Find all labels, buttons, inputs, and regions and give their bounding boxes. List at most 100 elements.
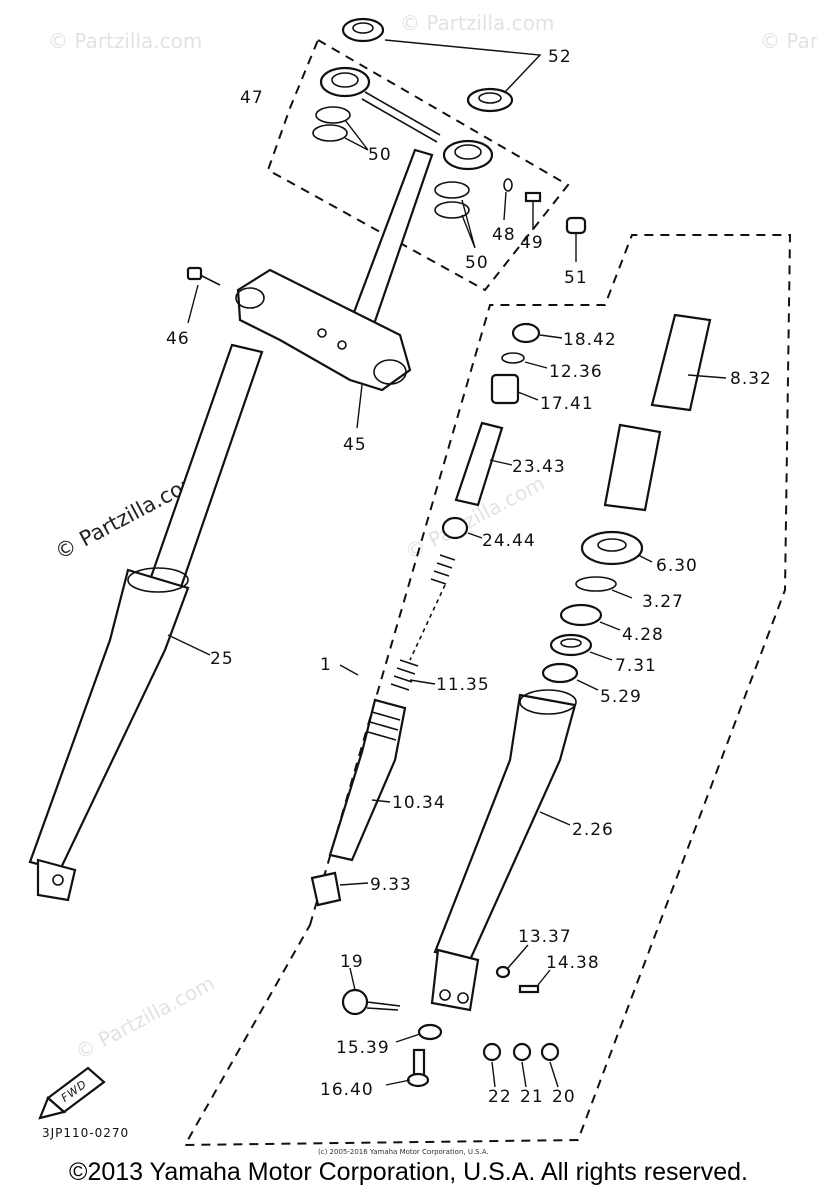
part-label-22: 22 (488, 1087, 512, 1107)
part-label-9: 9.33 (370, 875, 412, 895)
leader-line (356, 384, 363, 429)
leader-line (385, 1079, 411, 1086)
leader-line (339, 664, 359, 676)
bolt-icon (524, 191, 542, 203)
leader-line (467, 532, 483, 539)
part-label-4: 4.28 (622, 625, 664, 645)
outer-tube-icon (603, 313, 712, 512)
oil-lock-piece-icon (310, 871, 342, 907)
washer-icon (482, 1042, 560, 1062)
leader-line (384, 39, 542, 93)
leader-line (349, 967, 356, 991)
part-label-10: 10.34 (392, 793, 446, 813)
leader-line (503, 191, 507, 221)
leader-line (371, 799, 391, 803)
part-label-8: 8.32 (730, 369, 772, 389)
leader-line (539, 334, 563, 339)
seal-ring-icon (312, 106, 470, 219)
leader-line (461, 199, 476, 249)
part-label-19: 19 (340, 952, 364, 972)
leader-line (599, 621, 621, 631)
watermark: © Partzilla.com (400, 11, 554, 35)
dust-seal-icon (580, 530, 644, 566)
leader-line (611, 589, 633, 599)
gasket-icon (417, 1023, 443, 1041)
leader-line (395, 1033, 421, 1043)
leader-line (687, 374, 727, 379)
leader-line (549, 1061, 559, 1088)
axle-pinch-bolt-icon (341, 988, 401, 1016)
ring-nut-icon (341, 17, 514, 113)
leader-line (409, 679, 436, 685)
part-label-45: 45 (343, 435, 367, 455)
part-label-21: 21 (520, 1087, 544, 1107)
fork-lower-tube-icon (430, 689, 577, 1012)
part-label-18: 18.42 (563, 330, 617, 350)
part-label-23: 23.43 (512, 457, 566, 477)
leader-line (517, 391, 539, 401)
steering-group-box (266, 38, 570, 292)
watermark: © Partzilla.com (71, 971, 219, 1065)
part-label-25: 25 (210, 649, 234, 669)
small-copyright: (c) 2005-2016 Yamaha Motor Corporation, … (318, 1148, 489, 1156)
part-label-11: 11.35 (436, 675, 490, 695)
part-label-13: 13.37 (518, 927, 572, 947)
leader-line (489, 459, 513, 466)
parts-diagram: © Partzilla.com © Partzilla.com © Partzi… (28, 11, 817, 1156)
part-label-2: 2.26 (572, 820, 614, 840)
leader-line (589, 651, 613, 661)
part-label-15: 15.39 (336, 1038, 390, 1058)
drain-bolt-icon (495, 965, 540, 994)
bearing-race-icon (319, 66, 494, 171)
leader-line (576, 679, 599, 691)
bolt-icon (406, 1048, 430, 1088)
part-label-48: 48 (492, 225, 516, 245)
part-label-52: 52 (548, 47, 572, 67)
part-label-20: 20 (552, 1087, 576, 1107)
leader-line (167, 634, 211, 656)
forward-arrow-icon: FWD (38, 1066, 106, 1120)
part-label-16: 16.40 (320, 1080, 374, 1100)
leader-line (344, 119, 369, 151)
steering-stem-icon (235, 148, 434, 392)
part-label-50: 50 (368, 145, 392, 165)
part-label-17: 17.41 (540, 394, 594, 414)
leader-line (524, 361, 548, 369)
watermark: © Partzilla.com (48, 29, 202, 53)
watermark: © Partzilla.com (760, 29, 817, 53)
fork-assembly-box (183, 234, 792, 1147)
leader-line (187, 284, 199, 324)
bolt-icon (186, 266, 221, 286)
front-fork-left-icon (28, 343, 264, 902)
adjuster-icon (490, 373, 520, 405)
oil-seal-icon (559, 603, 603, 627)
part-label-24: 24.44 (482, 531, 536, 551)
leader-line (539, 811, 571, 826)
leader-line (521, 1061, 527, 1088)
diagram-code: 3JP110-0270 (42, 1126, 129, 1140)
leader-line (537, 969, 551, 986)
leader-line (637, 554, 653, 563)
part-label-14: 14.38 (546, 953, 600, 973)
part-label-49: 49 (520, 233, 544, 253)
o-ring-icon (501, 352, 525, 364)
spacer-tube-icon (454, 421, 504, 507)
clip-icon (575, 576, 617, 592)
leader-line (507, 944, 529, 969)
part-label-6: 6.30 (656, 556, 698, 576)
bushing-icon (541, 662, 579, 684)
copyright-footer: ©2013 Yamaha Motor Corporation, U.S.A. A… (69, 1158, 748, 1186)
part-label-1: 1 (320, 655, 332, 675)
washer-icon (503, 178, 513, 192)
part-label-3: 3.27 (642, 592, 684, 612)
part-label-51: 51 (564, 268, 588, 288)
part-label-12: 12.36 (549, 362, 603, 382)
leader-line (491, 1061, 496, 1088)
damper-rod-icon (328, 698, 407, 862)
part-label-7: 7.31 (615, 656, 657, 676)
leader-line (339, 882, 369, 886)
part-label-46: 46 (166, 329, 190, 349)
cap-bolt-icon (511, 322, 541, 344)
part-label-50: 50 (465, 253, 489, 273)
part-label-47: 47 (240, 88, 264, 108)
